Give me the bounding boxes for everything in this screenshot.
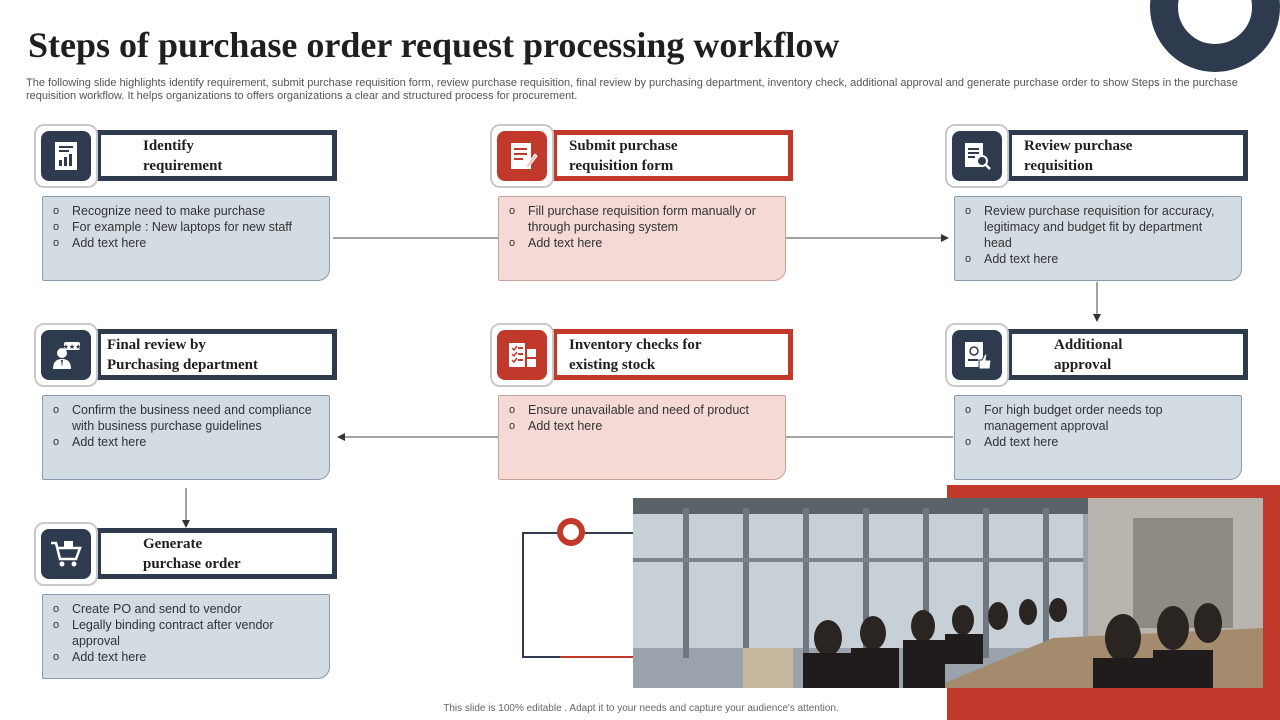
step-3-title-box: Review purchase requisition [1008, 130, 1248, 181]
step-6-title-box: Additional approval [1008, 329, 1248, 380]
step-1-title-box: Identify requirement [97, 130, 337, 181]
footer-note: This slide is 100% editable . Adapt it t… [443, 703, 839, 714]
decorative-ring-dot [557, 518, 585, 546]
step-3-bullet: Review purchase requisition for accuracy… [965, 203, 1229, 251]
step-2-title-line2: requisition form [569, 157, 674, 174]
step-4-title-line1: Final review by [107, 336, 206, 353]
step-1-description: Recognize need to make purchase For exam… [42, 196, 330, 281]
step-1-bullet: Add text here [53, 235, 317, 251]
step-1-icon-tile [34, 124, 98, 188]
step-6-icon-tile [945, 323, 1009, 387]
step-5-description: Ensure unavailable and need of product A… [498, 395, 786, 480]
step-2-description: Fill purchase requisition form manually … [498, 196, 786, 281]
step-2-bullet: Fill purchase requisition form manually … [509, 203, 773, 235]
step-4-title-box: Final review by Purchasing department [97, 329, 337, 380]
step-5-icon-tile [490, 323, 554, 387]
step-7-icon-tile [34, 522, 98, 586]
step-6-title-line1: Additional [1054, 336, 1123, 353]
document-chart-icon [55, 142, 77, 170]
shopping-cart-icon [51, 541, 82, 567]
step-2-bullet: Add text here [509, 235, 773, 251]
step-3-title-line2: requisition [1024, 157, 1093, 174]
inventory-checklist-icon [509, 343, 536, 367]
step-7-description: Create PO and send to vendor Legally bin… [42, 594, 330, 679]
step-3-icon-tile [945, 124, 1009, 188]
step-6-bullet: For high budget order needs top manageme… [965, 402, 1229, 434]
step-7-bullet: Create PO and send to vendor [53, 601, 317, 617]
meeting-photo [633, 498, 1263, 688]
step-4-title-line2: Purchasing department [107, 356, 258, 373]
page-subtitle: The following slide highlights identify … [26, 77, 1238, 102]
step-7-title-line2: purchase order [143, 555, 241, 572]
step-7-bullet: Add text here [53, 649, 317, 665]
document-search-icon [965, 143, 991, 170]
conference-room-image [633, 498, 1263, 688]
step-5-title-box: Inventory checks for existing stock [553, 329, 793, 380]
step-5-title-line1: Inventory checks for [569, 336, 702, 353]
step-3-description: Review purchase requisition for accuracy… [954, 196, 1242, 281]
step-1-title-line1: Identify [143, 137, 194, 154]
step-1-bullet: Recognize need to make purchase [53, 203, 317, 219]
step-3-title-line1: Review purchase [1024, 137, 1133, 154]
step-5-bullet: Add text here [509, 418, 773, 434]
step-4-description: Confirm the business need and compliance… [42, 395, 330, 480]
step-6-bullet: Add text here [965, 434, 1229, 450]
form-pencil-icon [511, 143, 538, 169]
step-3-bullet: Add text here [965, 251, 1229, 267]
step-2-title-line1: Submit purchase [569, 137, 678, 154]
reviewer-person-icon: ★★★ [53, 342, 82, 369]
approval-thumbs-up-icon [965, 342, 992, 370]
step-4-icon-tile: ★★★ [34, 323, 98, 387]
step-4-bullet: Confirm the business need and compliance… [53, 402, 317, 434]
step-6-title-line2: approval [1054, 356, 1112, 373]
step-7-title-box: Generate purchase order [97, 528, 337, 579]
page-title: Steps of purchase order request processi… [28, 25, 840, 65]
step-2-title-box: Submit purchase requisition form [553, 130, 793, 181]
step-4-bullet: Add text here [53, 434, 317, 450]
step-6-description: For high budget order needs top manageme… [954, 395, 1242, 480]
step-5-title-line2: existing stock [569, 356, 656, 373]
decorative-frame-accent [560, 656, 688, 658]
svg-text:★★★: ★★★ [63, 343, 82, 351]
step-7-title-line1: Generate [143, 535, 203, 552]
step-5-bullet: Ensure unavailable and need of product [509, 402, 773, 418]
step-1-title-line2: requirement [143, 157, 223, 174]
step-1-bullet: For example : New laptops for new staff [53, 219, 317, 235]
step-7-bullet: Legally binding contract after vendor ap… [53, 617, 317, 649]
step-2-icon-tile [490, 124, 554, 188]
